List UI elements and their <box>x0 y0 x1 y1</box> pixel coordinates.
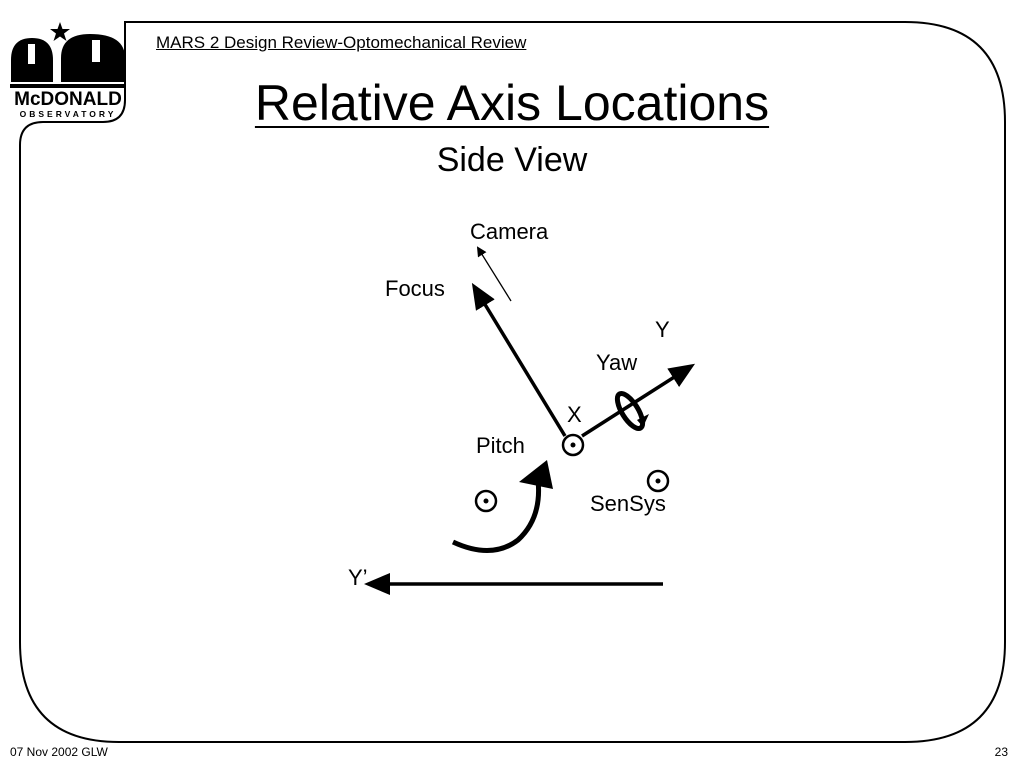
footer-date-author: 07 Nov 2002 GLW <box>10 745 108 759</box>
sensys-label: SenSys <box>590 491 666 516</box>
slide-title-text: Relative Axis Locations <box>254 75 770 131</box>
x-axis-label: X <box>567 402 582 427</box>
focus-axis-arrow <box>471 282 567 437</box>
focus-label: Focus <box>385 276 445 301</box>
camera-label: Camera <box>470 219 549 244</box>
slide-title: Relative Axis Locations <box>0 78 1024 128</box>
slide-subtitle: Side View <box>436 141 588 179</box>
pitch-label: Pitch <box>476 433 525 458</box>
logo-name-text: McDONALD <box>14 89 122 110</box>
y-prime-axis-label: Y’ <box>348 565 368 590</box>
sensys-axis-icon <box>646 469 670 493</box>
yaw-rotation-icon <box>614 391 649 431</box>
x-axis-origin-icon <box>561 433 585 457</box>
pitch-axis-icon <box>474 489 498 513</box>
page-number: 23 <box>994 745 1008 759</box>
header-subtitle: MARS 2 Design Review-Optomechanical Revi… <box>156 33 527 52</box>
pitch-rotation-arrowhead <box>519 460 553 489</box>
mcdonald-observatory-logo: McDONALD OBSERVATORY <box>10 22 126 119</box>
camera-axis-arrow <box>476 246 512 302</box>
y-axis-label: Y <box>655 317 670 342</box>
pitch-rotation-arrow <box>451 479 542 553</box>
logo-subname-text: OBSERVATORY <box>20 109 117 119</box>
slide-frame <box>19 21 1006 743</box>
yaw-label: Yaw <box>596 350 638 375</box>
